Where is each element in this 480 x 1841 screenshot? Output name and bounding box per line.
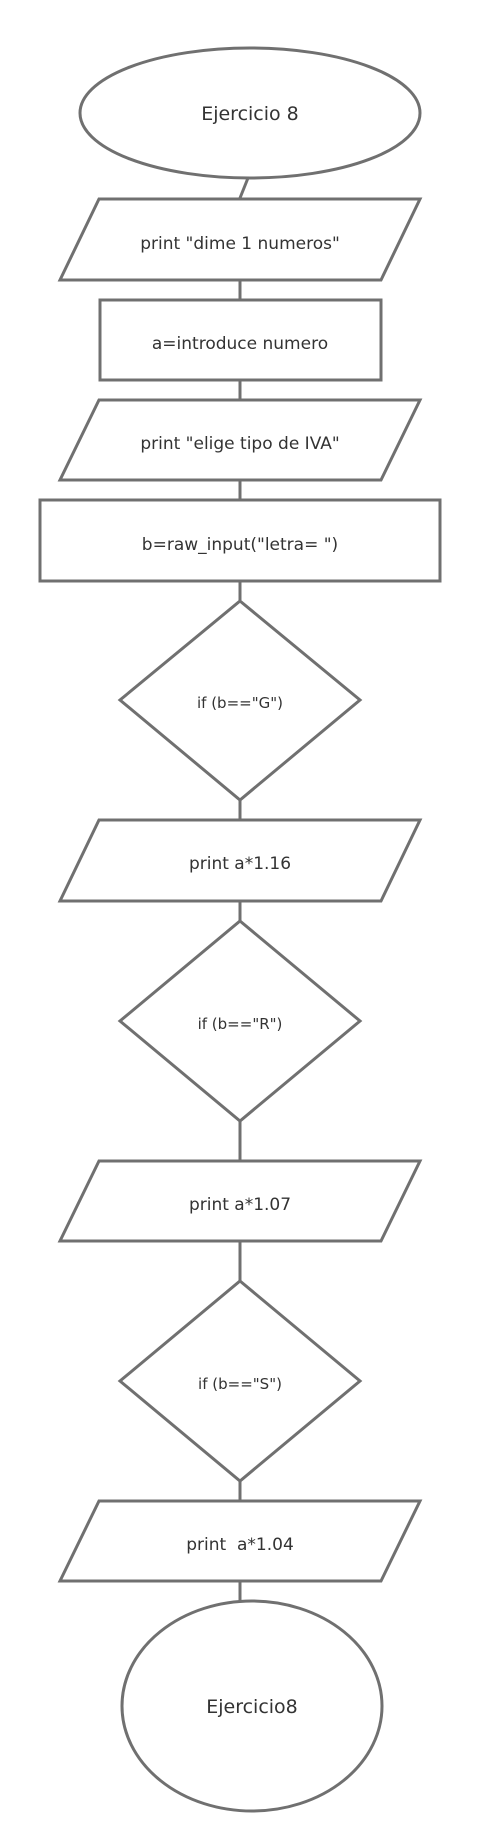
decision-s: if (b=="S") [117,1279,363,1483]
output-a-104: print a*1.04 [57,1499,423,1583]
end-ellipse [120,1599,384,1813]
connector-start-out1 [238,177,250,199]
output-dime-numeros: print "dime 1 numeros" [57,197,423,282]
output-parallelogram [57,1499,423,1583]
output-parallelogram [57,1159,423,1243]
process-raw-input: b=raw_input("letra= ") [38,498,442,583]
output-label: print "dime 1 numeros" [140,234,340,254]
output-parallelogram [57,197,423,282]
start-ellipse [78,46,422,180]
process-rect [98,298,383,382]
decision-g: if (b=="G") [117,599,363,802]
process-label: b=raw_input("letra= ") [142,535,338,555]
decision-diamond [117,599,363,802]
output-label: print "elige tipo de IVA" [140,434,339,454]
output-a-116: print a*1.16 [57,818,423,903]
decision-label: if (b=="R") [198,1015,283,1033]
decision-diamond [117,1279,363,1483]
output-parallelogram [57,398,423,482]
end-terminal: Ejercicio8 [120,1599,384,1813]
start-terminal: Ejercicio 8 [78,46,422,180]
end-label: Ejercicio8 [206,1696,298,1718]
decision-r: if (b=="R") [117,919,363,1123]
output-label: print a*1.16 [189,854,291,874]
output-label: print a*1.07 [189,1195,291,1215]
process-label: a=introduce numero [152,334,328,354]
decision-label: if (b=="S") [198,1375,282,1393]
output-parallelogram [57,818,423,903]
process-rect [38,498,442,583]
decision-diamond [117,919,363,1123]
output-label: print a*1.04 [186,1535,294,1555]
connectors [238,177,250,1601]
output-elige-iva: print "elige tipo de IVA" [57,398,423,482]
output-a-107: print a*1.07 [57,1159,423,1243]
decision-label: if (b=="G") [197,694,283,712]
process-introduce-numero: a=introduce numero [98,298,383,382]
start-label: Ejercicio 8 [201,103,299,125]
